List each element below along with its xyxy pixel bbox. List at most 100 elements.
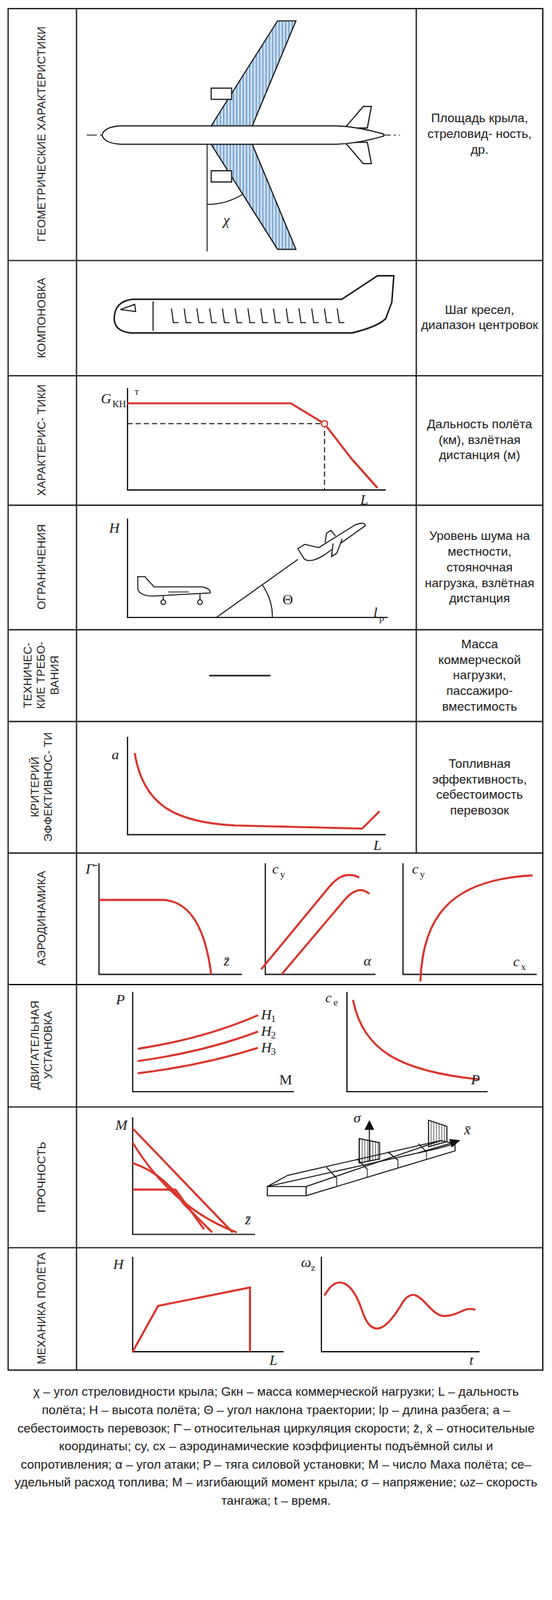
lift-curve: [260, 875, 359, 970]
axis-label: G: [101, 391, 112, 407]
row-line: [7, 721, 543, 723]
axes: [265, 863, 376, 975]
seat: [171, 308, 179, 324]
axis-label: σ: [353, 1111, 361, 1126]
wing-left: [208, 21, 296, 130]
sweep-angle-arc: [207, 194, 243, 206]
row-header: ХАРАКТЕРИС- ТИКИ: [35, 379, 49, 501]
row-header: АЭРОДИНАМИКА: [35, 857, 49, 980]
subscript: e: [333, 998, 338, 1009]
column-line: [76, 8, 78, 1371]
axis-label: H: [260, 1040, 272, 1056]
axis-label: z̄: [223, 954, 230, 969]
thrust-curve: [138, 1048, 259, 1074]
axis-label: H: [260, 1024, 272, 1039]
cell-text: Уровень шума на местности, стояночная на…: [420, 528, 539, 607]
cell-text: Шаг кресел, диапазон центровок: [420, 302, 539, 334]
axis-label: l: [373, 605, 378, 620]
table-border: [7, 8, 543, 1371]
moment-curve: [132, 1163, 213, 1234]
dash: [208, 674, 271, 677]
payload-range-chart: [127, 388, 386, 491]
row-header: ГЕОМЕТРИЧЕСКИЕ ХАРАКТЕРИСТИКИ: [35, 12, 49, 256]
caption: χ – угол стреловидности крыла; Gкн – мас…: [14, 1383, 538, 1511]
subscript: 3: [270, 1046, 276, 1057]
axis-label: c: [412, 862, 419, 877]
axis-label: M: [279, 1073, 293, 1088]
row-header: ДВИГАТЕЛЬНАЯ УСТАНОВКА: [28, 989, 56, 1103]
sfc-curve: [352, 1000, 480, 1080]
stress-diagram: [359, 1121, 460, 1164]
circulation-curve: [99, 900, 212, 975]
stabilizer: [345, 106, 372, 129]
axis-label: ω: [300, 1255, 312, 1271]
seat: [286, 308, 294, 324]
axes: [132, 992, 294, 1093]
reference-line: [206, 144, 207, 252]
engine-charts: [132, 992, 488, 1093]
axis-label: H: [260, 1008, 272, 1023]
row-header: КОМПОНОВКА: [35, 264, 49, 371]
axis-label: M: [115, 1118, 128, 1133]
wing-right: [208, 141, 296, 250]
pitch-rate-curve: [324, 1283, 476, 1330]
axes: [346, 992, 488, 1093]
seat: [209, 308, 217, 324]
bulkhead: [152, 301, 154, 332]
subscript: z: [310, 1263, 316, 1273]
cell-text: Масса коммерческой нагрузки, пассажиро- …: [420, 636, 539, 715]
axis-label: Γ̄: [85, 862, 94, 877]
axis-label: c: [272, 862, 279, 877]
seat: [324, 308, 332, 324]
axes: [127, 388, 386, 491]
lift-curve: [281, 890, 370, 975]
stabilizer: [345, 142, 372, 165]
axis-label: P: [115, 992, 125, 1008]
moment-curve: [132, 1128, 233, 1233]
moment-curve: [132, 1190, 205, 1231]
seat: [260, 308, 269, 324]
cost-chart: [127, 737, 386, 836]
subscript: y: [279, 869, 286, 880]
axis-label: L: [373, 838, 382, 853]
row-line: [7, 1106, 543, 1108]
axes: [132, 1257, 284, 1353]
row-header: ОГРАНИЧЕНИЯ: [35, 509, 49, 625]
row-line: [7, 1247, 543, 1250]
seat: [222, 308, 230, 324]
engine: [210, 170, 232, 183]
seat: [184, 308, 192, 324]
subscript: КН,: [112, 398, 129, 409]
row-header: КРИТЕРИЙ ЭФФЕКТИВНОС- ТИ: [28, 726, 56, 849]
flight-profile: [132, 1288, 251, 1353]
subscript: 1: [270, 1014, 276, 1025]
axes: [321, 1257, 480, 1353]
axis-label: x̄: [463, 1123, 471, 1138]
axis-label: L: [360, 492, 368, 508]
axis-label: c: [513, 954, 520, 970]
row-line: [7, 629, 543, 631]
subscript: 2: [270, 1030, 276, 1041]
row-line: [7, 504, 543, 506]
axis-label: P: [471, 1073, 480, 1088]
plane-in-flight: [297, 511, 370, 570]
axis-label: Θ: [282, 592, 294, 608]
seat: [197, 308, 205, 324]
axis-label: z̄: [245, 1213, 252, 1228]
aerodynamics-charts: [99, 863, 537, 982]
seat: [273, 308, 281, 324]
row-header: МЕХАНИКА ПОЛЁТА: [35, 1252, 49, 1366]
axis-label: t: [469, 1353, 474, 1369]
row-header: ПРОЧНОСТЬ: [35, 1111, 49, 1244]
cockpit-window: [120, 304, 136, 312]
trajectory: [216, 559, 298, 619]
row-line: [7, 260, 543, 262]
cell-text: Площадь крыла, стреловид- ность, др.: [420, 111, 539, 158]
seat: [337, 308, 345, 324]
flight-mechanics-charts: [132, 1257, 480, 1353]
seat: [247, 308, 255, 324]
seat: [299, 308, 307, 324]
seat: [311, 308, 319, 324]
subscript: т: [134, 387, 140, 397]
